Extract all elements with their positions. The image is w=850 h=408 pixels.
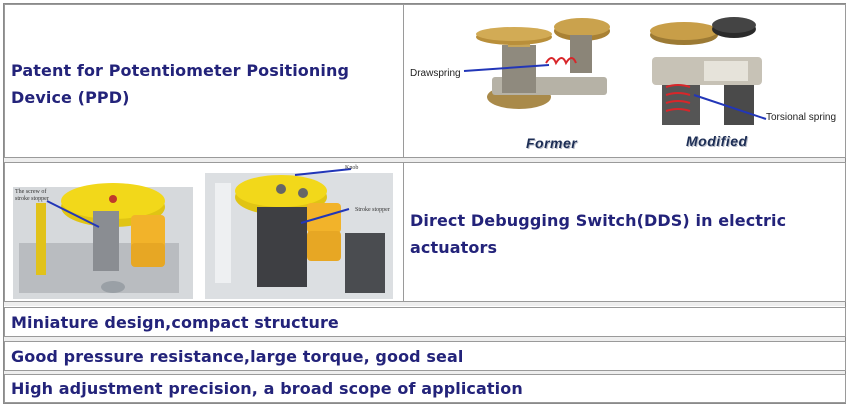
former-caption: Former bbox=[526, 135, 578, 151]
ppd-text-cell: Patent for Potentiometer Positioning Dev… bbox=[4, 4, 404, 158]
screw-of-stroke-stopper-label: The screw of stroke stopper bbox=[15, 189, 49, 202]
dds-image-cell: The screw of stroke stopper Knob Stroke … bbox=[4, 162, 404, 302]
feature-row: Good pressure resistance,large torque, g… bbox=[4, 341, 846, 371]
feature-row: Miniature design,compact structure bbox=[4, 307, 846, 337]
dds-left-actuator bbox=[13, 183, 193, 299]
modified-gear-assembly bbox=[650, 17, 767, 125]
feature-text: Good pressure resistance,large torque, g… bbox=[11, 347, 464, 366]
dds-photo bbox=[13, 168, 393, 299]
ppd-description: Patent for Potentiometer Positioning Dev… bbox=[11, 61, 350, 107]
stroke-stopper-label: Stroke stopper bbox=[355, 207, 390, 213]
dds-text-cell: Direct Debugging Switch(DDS) in electric… bbox=[403, 162, 846, 302]
spec-table: Patent for Potentiometer Positioning Dev… bbox=[3, 3, 846, 404]
feature-text: Miniature design,compact structure bbox=[11, 313, 339, 332]
modified-caption: Modified bbox=[686, 133, 748, 149]
feature-text: High adjustment precision, a broad scope… bbox=[11, 379, 523, 398]
torsional-spring-label: Torsional spring bbox=[766, 112, 837, 123]
dds-description: Direct Debugging Switch(DDS) in electric… bbox=[410, 211, 787, 257]
dds-right-actuator bbox=[205, 168, 393, 299]
ppd-image-cell: Drawspring Torsional spring Former Modif… bbox=[403, 4, 846, 158]
drawspring-label: Drawspring bbox=[410, 68, 461, 79]
feature-row: High adjustment precision, a broad scope… bbox=[4, 374, 846, 403]
row-separator bbox=[4, 158, 845, 162]
ppd-photo bbox=[463, 17, 767, 125]
row-separator bbox=[4, 337, 845, 341]
knob-label: Knob bbox=[345, 165, 359, 171]
row-separator bbox=[4, 302, 845, 306]
row-separator bbox=[4, 371, 845, 375]
former-gear-assembly bbox=[463, 18, 610, 109]
